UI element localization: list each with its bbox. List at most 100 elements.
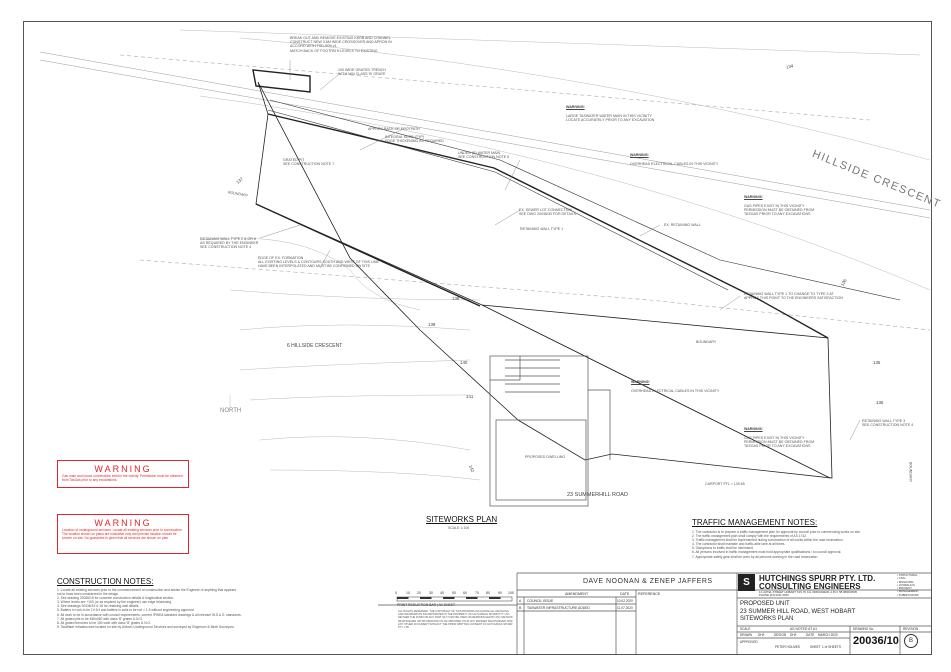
traffic-note-item: 5. Disruptions to traffic shall be minim… — [692, 546, 754, 551]
scale-tick: 70 — [475, 591, 479, 595]
note-boundary: BOUNDARY — [908, 461, 913, 483]
scale-tick: 90 — [498, 591, 502, 595]
construction-note-item: 3. Where levels are +100 (or as required… — [57, 600, 173, 605]
design-label: DESIGN — [774, 633, 787, 637]
warning-title: WARNING! — [630, 153, 649, 158]
company-disciplines: • STRUCTURAL • CIVIL • MUNICIPAL • HYDRA… — [897, 573, 919, 597]
scale-tick: 100 — [508, 591, 514, 595]
revision-amendment: COUNCIL ISSUE — [527, 599, 554, 603]
construction-note-item: 1. Locate all existing services prior to… — [57, 588, 237, 592]
warning-note-water-main: WARNING! LARGE TASWATER WATER MAIN IN TH… — [566, 101, 654, 126]
approved-value: PETER HOLMES — [775, 645, 800, 649]
scale-tick: 60 — [463, 591, 467, 595]
note-retaining-type1: RETAINING WALL TYPE 1 — [520, 227, 564, 231]
scale-tick: 0 — [395, 591, 397, 595]
lot-label-site: 23 SUMMERHILL ROAD — [567, 492, 628, 498]
warning-text: GAS PIPES EXIST IN THIS VICINITY PERMISS… — [744, 203, 815, 217]
traffic-note-item: 7. Appropriate safety gear shall be worn… — [692, 554, 819, 559]
drawn-label: DRAWN — [740, 633, 752, 637]
note-sewer-connection: EX. SEWER LOT CONNECTION SEE DWG 20036/3… — [519, 208, 577, 217]
date-value: MARCH 2020 — [818, 633, 838, 637]
scale-tick: 40 — [440, 591, 444, 595]
approved-label: APPROVED — [740, 640, 758, 644]
red-warning-gas: WARNING Gas main and house connections e… — [57, 460, 189, 488]
scale-value: AS NOTED AT A1 — [790, 627, 818, 631]
scale-tick: 20 — [417, 591, 421, 595]
lot-label-neighbour: 6 HILLSIDE CRESCENT — [287, 343, 343, 349]
traffic-note-item: 2. The traffic management plan shall com… — [692, 534, 807, 539]
company-address: 11 HOTEL STREET HOBART TAS 7K CH. DRIDGW… — [759, 590, 857, 598]
revision-amendment: TASWATER INFRASTRUCTURE ADDED — [527, 606, 590, 610]
note-grated-trench: 100 WIDE GRATED TRENCH WITH MIN CLASS 'B… — [338, 68, 386, 77]
revision-header-amendment: AMENDMENT — [565, 592, 589, 596]
traffic-note-item: 4. The contractor shall maintain and tra… — [692, 542, 786, 547]
note-ex-retaining-wall: EX. RETAINING WALL — [664, 223, 701, 227]
revision-letter: B — [519, 606, 522, 610]
design-value: DH/I — [790, 633, 797, 637]
note-proposed-dwelling: PROPOSED DWELLING — [525, 455, 566, 459]
scale-label: SCALE — [740, 627, 751, 631]
contour-label: 141 — [466, 394, 474, 399]
red-warning-text: Location of underground services: Locate… — [62, 528, 183, 540]
copyright-text: ALL RIGHTS RESERVED. THE COPYRIGHT OF TH… — [398, 610, 513, 630]
traffic-note-item: 1. The contractor is to prepare a traffi… — [692, 530, 861, 534]
contour-label: 139 — [428, 322, 436, 327]
note-water-main: UNDER (E) WATER MAIN SEE CONSTRUCTION NO… — [458, 151, 510, 160]
warning-title: WARNING! — [744, 427, 763, 432]
revision-header-date: DATE — [620, 592, 630, 596]
contour-label: 140 — [460, 360, 468, 365]
scale-tick: 10 — [406, 591, 410, 595]
siteworks-plan-title: SITEWORKS PLAN — [426, 515, 498, 524]
red-warning-title: WARNING — [94, 464, 152, 474]
warning-title: WARNING! — [566, 105, 585, 110]
revision-date: 11.07.2020 — [617, 606, 633, 610]
contour-label: 136 — [876, 400, 884, 405]
contour-label: 138 — [452, 296, 460, 301]
note-carport: CARPORT FFL = 139.65 — [705, 482, 745, 486]
construction-note-item: 5. Batters in rock to be 1V:1H and batte… — [57, 608, 195, 613]
warning-text: OVERHEAD ELECTRICAL CABLES IN THIS VICIN… — [631, 388, 720, 393]
note-grated-pit: GRATED PIT SEE CONSTRUCTION NOTE 7 — [283, 158, 335, 167]
sheet-label: SHEET — [810, 645, 821, 649]
scale-tick: 80 — [486, 591, 490, 595]
note-edge-formation: EDGE OF EX. FORMATION ALL EXISTING LEVEL… — [258, 256, 379, 269]
date-label: DATE — [806, 633, 815, 637]
red-warning-services: WARNING Location of underground services… — [57, 514, 189, 554]
project-title: PROPOSED UNIT 23 SUMMER HILL ROAD, WEST … — [740, 601, 856, 622]
traffic-notes-list: 1. The contractor is to prepare a traffi… — [692, 530, 861, 559]
drawing-no-label: DRAWING No. — [853, 627, 875, 631]
drawn-value: DH/I — [758, 633, 765, 637]
construction-note-item: not to have been considered in the desig… — [57, 592, 120, 597]
construction-note-item: 6. All work to be in accordance with cou… — [57, 612, 242, 617]
siteworks-plan-scale: SCALE 1:100 — [448, 526, 470, 530]
warning-text: OVERHEAD ELECTRICAL CABLES IN THIS VICIN… — [630, 161, 719, 166]
construction-note-item: 7. All grated pits to be 450x450 with cl… — [57, 616, 143, 621]
note-integral-kerb: INTEGRAL KERB (TYP) EDGE THICKENING AS R… — [385, 135, 444, 144]
warning-text: LARGE TASWATER WATER MAIN IN THIS VICINI… — [566, 113, 655, 122]
construction-notes-list: 1. Locate all existing services prior to… — [57, 588, 242, 629]
construction-notes-title: CONSTRUCTION NOTES: — [57, 577, 154, 586]
company-subtitle: CONSULTING ENGINEERS — [759, 582, 861, 591]
scale-tick: 30 — [429, 591, 433, 595]
warning-text: GAS PIPES EXIST IN THIS VICINITY PERMISS… — [744, 435, 815, 449]
sheet-value: 1 of SHEETS — [822, 645, 841, 649]
scale-tick: 50 — [452, 591, 456, 595]
traffic-notes-title: TRAFFIC MANAGEMENT NOTES: — [692, 518, 818, 527]
warning-note-electrical: WARNING! OVERHEAD ELECTRICAL CABLES IN T… — [631, 376, 719, 397]
note-retaining-type24: RETAINING WALL TYPE 2 & OR 8 AS REQUIRED… — [200, 237, 259, 250]
revision-label: REVISION — [903, 627, 919, 631]
warning-title: WARNING! — [744, 195, 763, 200]
revision-date: 10.02.2020 — [617, 599, 633, 603]
reference-label: REFERENCE — [638, 592, 661, 596]
note-retaining-type3: RETAINING WALL TYPE 3 SEE CONSTRUCTION N… — [862, 419, 914, 428]
warning-title: WARNING! — [631, 380, 650, 385]
construction-note-item: 4. See drawings 20036/15 & 16 for retain… — [57, 604, 140, 609]
construction-note-item: 8. All grated trenches to be 150 wide wi… — [57, 620, 151, 625]
note-boundary: BOUNDARY — [696, 340, 717, 344]
client-name: DAVE NOONAN & ZENEP JAFFERS — [583, 578, 713, 585]
traffic-note-item: 6. All persons involved in traffic manag… — [692, 550, 842, 555]
construction-note-item: 2. See drawing 20036/15 for concrete con… — [57, 596, 175, 601]
drawing-sheet-border — [23, 21, 932, 655]
scale-bar-caption: PRINT REDUCTION BAR | A1 SHEET — [397, 603, 456, 607]
